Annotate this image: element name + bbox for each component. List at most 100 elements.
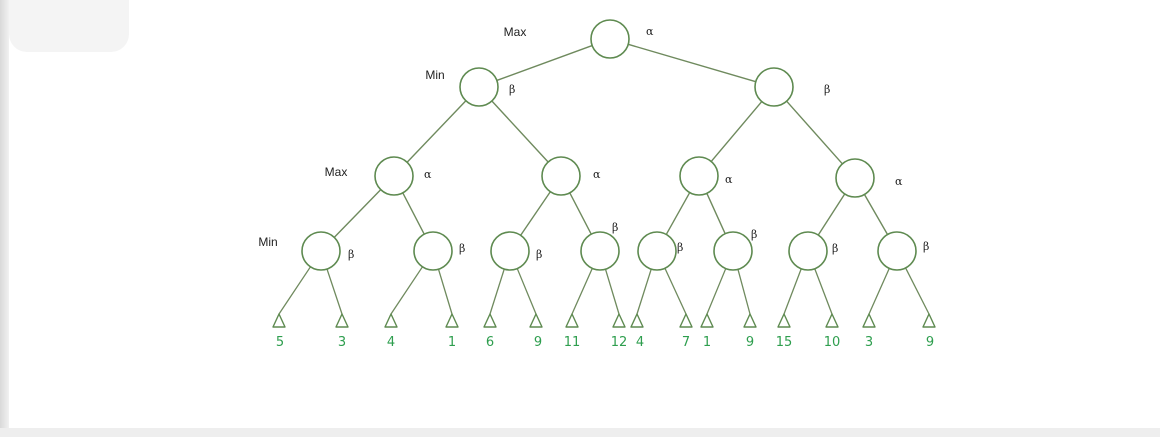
- node-tag-RL: α: [725, 173, 733, 186]
- edge-L-LR: [491, 100, 549, 163]
- leaf-value-2: 3: [338, 335, 346, 350]
- node-tag-m1: β: [348, 248, 354, 261]
- tree-node-m7: [788, 231, 828, 271]
- edge-root-L: [496, 44, 593, 82]
- edge-m2-leaf-3: [390, 266, 424, 315]
- node-tag-m2: β: [459, 242, 465, 255]
- leaf-value-5: 6: [486, 335, 494, 350]
- tree-edges: [278, 43, 930, 315]
- tree-node-m8: [877, 231, 917, 271]
- leaf-triangle-13: [777, 313, 791, 328]
- tree-node-RR: [835, 158, 875, 198]
- tree-node-L: [459, 67, 499, 107]
- tree-node-root: [590, 19, 630, 59]
- edge-root-R: [628, 43, 756, 83]
- tree-node-LL: [374, 156, 414, 196]
- node-tag-m5: β: [677, 241, 683, 254]
- edge-R-RL: [710, 101, 763, 162]
- node-tag-m6: β: [751, 228, 757, 241]
- leaf-value-9: 4: [636, 335, 644, 350]
- level-label-4: Min: [258, 235, 277, 249]
- edge-m7-leaf-14: [814, 268, 833, 315]
- edge-m6-leaf-12: [737, 269, 751, 315]
- level-label-1: Max: [504, 25, 527, 39]
- edge-m1-leaf-2: [326, 268, 343, 315]
- leaf-triangle-4: [445, 313, 459, 328]
- edge-m3-leaf-6: [516, 268, 537, 315]
- edge-LR-m3: [520, 191, 551, 236]
- leaf-value-15: 3: [865, 335, 873, 350]
- node-tag-m3: β: [536, 248, 542, 261]
- edge-LL-m1: [333, 189, 382, 238]
- node-tag-m4: β: [612, 221, 618, 234]
- node-tag-m8: β: [923, 240, 929, 253]
- window-left-edge: [0, 0, 9, 437]
- leaf-triangle-10: [679, 313, 693, 328]
- tree-nodes: α β β α α α α β β β β β β β β: [301, 19, 929, 271]
- edge-m2-leaf-4: [437, 269, 453, 315]
- leaf-value-1: 5: [276, 335, 284, 350]
- edge-RL-m6: [706, 193, 726, 234]
- tree-node-R: [754, 67, 794, 107]
- node-tag-RR: α: [895, 175, 903, 188]
- leaf-value-13: 15: [776, 335, 793, 350]
- leaf-triangle-14: [825, 313, 839, 328]
- leaf-triangle-2: [335, 313, 349, 328]
- leaf-triangle-1: [272, 313, 286, 328]
- edge-m7-leaf-13: [783, 268, 802, 315]
- edge-m4-leaf-8: [604, 269, 620, 315]
- edge-RR-m8: [863, 194, 889, 235]
- edge-m6-leaf-11: [706, 268, 727, 315]
- leaf-value-10: 7: [682, 335, 690, 350]
- leaf-triangle-6: [529, 313, 543, 328]
- leaf-triangle-15: [862, 313, 876, 328]
- node-tag-L: β: [509, 83, 515, 96]
- edge-m8-leaf-15: [868, 268, 890, 315]
- level-label-3: Max: [325, 165, 348, 179]
- edge-m4-leaf-7: [571, 268, 593, 315]
- edge-R-RR: [786, 100, 843, 165]
- tree-node-m2: [413, 231, 453, 271]
- leaf-triangle-8: [612, 313, 626, 328]
- bottom-strip: [0, 428, 1160, 437]
- level-label-2: Min: [425, 68, 444, 82]
- tree-node-m4: [580, 231, 620, 271]
- edge-LL-m2: [402, 192, 425, 235]
- edge-m5-leaf-9: [636, 268, 652, 315]
- leaf-triangle-5: [483, 313, 497, 328]
- edge-RL-m5: [665, 192, 691, 235]
- tree-node-m1: [301, 231, 341, 271]
- edge-m8-leaf-16: [905, 267, 930, 315]
- tree-node-LR: [541, 156, 581, 196]
- edge-RR-m7: [817, 193, 846, 236]
- leaf-value-16: 9: [926, 335, 934, 350]
- leaf-value-4: 1: [448, 335, 456, 350]
- node-tag-LL: α: [424, 168, 432, 181]
- node-tag-R: β: [824, 83, 830, 96]
- leaf-value-7: 11: [564, 335, 581, 350]
- leaf-value-3: 4: [387, 335, 395, 350]
- leaf-value-12: 9: [746, 335, 754, 350]
- tree-node-m5: [637, 231, 677, 271]
- tree-node-m3: [490, 231, 530, 271]
- leaf-value-8: 12: [611, 335, 628, 350]
- leaf-value-6: 9: [534, 335, 542, 350]
- edge-m5-leaf-10: [664, 267, 687, 315]
- edge-m1-leaf-1: [278, 266, 312, 315]
- leaf-triangle-9: [630, 313, 644, 328]
- node-tag-root: α: [646, 25, 654, 38]
- leaf-triangle-12: [743, 313, 757, 328]
- leaf-value-11: 1: [703, 335, 711, 350]
- node-tag-LR: α: [593, 168, 601, 181]
- leaf-value-14: 10: [824, 335, 841, 350]
- edge-L-LL: [406, 100, 467, 163]
- node-tag-m7: β: [832, 242, 838, 255]
- edge-LR-m4: [569, 192, 592, 235]
- edge-m3-leaf-5: [489, 268, 505, 315]
- leaf-triangle-3: [384, 313, 398, 328]
- tree-node-m6: [713, 231, 753, 271]
- leaf-triangle-7: [565, 313, 579, 328]
